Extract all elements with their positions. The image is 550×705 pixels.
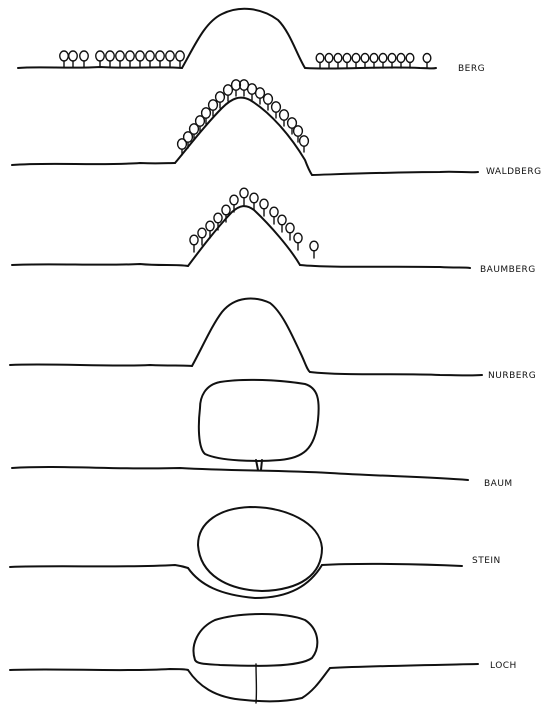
label-berg: BERG — [458, 64, 485, 74]
label-waldberg: WALDBERG — [486, 167, 542, 177]
label-nurberg: NURBERG — [488, 371, 536, 381]
waldberg-ground-left — [12, 163, 175, 165]
row-baumberg: BAUMBERG — [12, 188, 536, 275]
tree-icon — [260, 199, 268, 216]
baumberg-ground-left — [12, 264, 188, 266]
stein-ground-left — [10, 565, 188, 568]
baumberg-ground-right — [300, 265, 470, 268]
loch-stone — [194, 614, 318, 666]
tree-icon — [106, 51, 115, 67]
nurberg-hill — [192, 299, 310, 372]
tree-icon — [60, 51, 69, 67]
row-stein: STEIN — [10, 507, 501, 598]
loch-ground-left — [10, 669, 188, 670]
stein-ground-right — [322, 564, 462, 566]
tree-icon — [310, 241, 318, 258]
loch-ground-right — [330, 664, 478, 668]
stein-stone — [198, 507, 322, 591]
tree-icon — [379, 54, 387, 69]
nurberg-ground-left — [10, 364, 192, 366]
tree-icon — [96, 51, 105, 67]
berg-hill — [182, 9, 305, 68]
tree-icon — [214, 213, 222, 230]
tree-icon — [325, 54, 333, 69]
baum-tree-crown — [199, 380, 319, 461]
tree-icon — [397, 54, 405, 69]
tree-icon — [278, 215, 286, 232]
row-nurberg: NURBERG — [10, 299, 536, 381]
tree-icon — [270, 207, 278, 224]
row-berg: BERG — [18, 9, 485, 74]
label-baumberg: BAUMBERG — [480, 265, 536, 275]
tree-icon — [232, 80, 241, 96]
tree-icon — [222, 205, 230, 222]
tree-icon — [136, 51, 145, 67]
berg-trees-right — [316, 54, 431, 69]
baum-ground — [12, 467, 468, 480]
tree-icon — [361, 54, 369, 69]
label-stein: STEIN — [472, 556, 501, 566]
label-loch: LOCH — [490, 661, 517, 671]
berg-ground-right — [305, 67, 436, 68]
tree-icon — [343, 54, 351, 69]
label-baum: BAUM — [484, 479, 513, 489]
tree-icon — [286, 223, 294, 240]
row-baum: BAUM — [12, 380, 513, 489]
tree-icon — [69, 51, 78, 67]
waldberg-ground-right — [312, 172, 478, 175]
nurberg-ground-right — [310, 372, 482, 375]
tree-icon — [316, 54, 324, 69]
tree-icon — [294, 126, 303, 142]
tree-icon — [126, 51, 135, 67]
tree-icon — [156, 51, 165, 67]
tree-icon — [294, 233, 302, 250]
tree-icon — [116, 51, 125, 67]
tree-icon — [190, 235, 198, 252]
berg-trees-left — [60, 51, 185, 67]
tree-icon — [146, 51, 155, 67]
loch-hole — [188, 668, 330, 701]
tree-icon — [300, 136, 309, 152]
waldberg-hill — [175, 98, 312, 175]
tree-icon — [166, 51, 175, 67]
tree-icon — [388, 54, 396, 69]
tree-icon — [240, 188, 248, 205]
tree-icon — [406, 54, 414, 69]
waldberg-trees — [178, 80, 309, 155]
row-waldberg: WALDBERG — [12, 80, 542, 177]
tree-icon — [334, 54, 342, 69]
baumberg-trees — [190, 188, 318, 258]
tree-icon — [423, 54, 431, 69]
row-loch: LOCH — [10, 614, 517, 703]
tree-icon — [80, 51, 89, 67]
tree-icon — [190, 124, 199, 140]
tree-icon — [370, 54, 378, 69]
tree-icon — [352, 54, 360, 69]
tree-icon — [288, 118, 297, 134]
